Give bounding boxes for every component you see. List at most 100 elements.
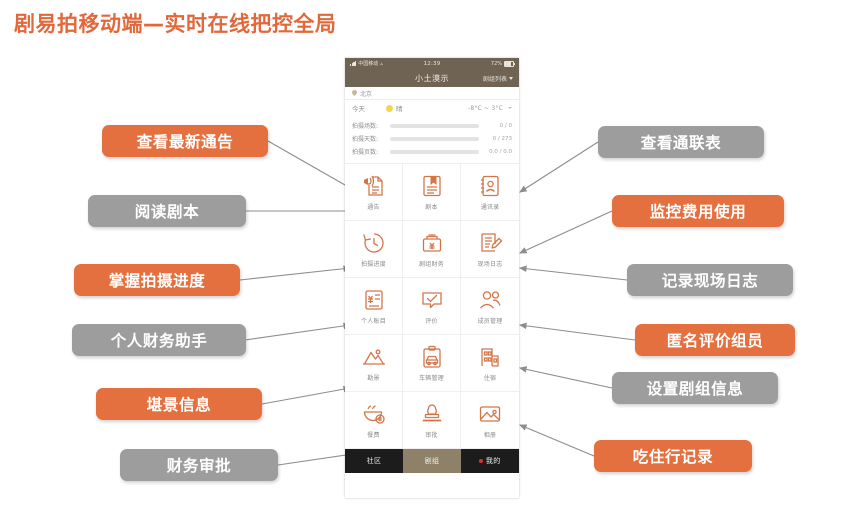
- grid-item-label: 拍摄进度: [361, 261, 386, 268]
- grid-item-album[interactable]: 相册: [461, 392, 519, 449]
- stat-row: 拍摄页数: 0.0 / 0.0: [352, 145, 512, 158]
- grid-item-label: 成员管理: [477, 318, 503, 325]
- app-title: 小土漠示: [415, 73, 449, 83]
- status-time: 12:39: [423, 60, 441, 67]
- grid-item-label: 住宿: [483, 375, 497, 382]
- crew-list-button[interactable]: 剧组列表: [483, 74, 513, 83]
- battery-icon: [504, 60, 515, 67]
- grid-item-label: 勘景: [367, 375, 380, 382]
- carrier-label: 中国移动: [358, 61, 379, 67]
- line-personal-finance: [244, 322, 352, 341]
- progress-clock-icon: [362, 233, 384, 253]
- location-pin-icon: [352, 90, 357, 97]
- grid-item-meal[interactable]: 餐费: [345, 392, 403, 449]
- grid-item-scout[interactable]: 勘景: [345, 335, 403, 392]
- grid-item-label: 剧组财务: [419, 261, 444, 268]
- tab-mine[interactable]: 我的: [461, 449, 519, 473]
- hotel-icon: [481, 348, 499, 367]
- app-navbar: 小土漠示 剧组列表: [345, 69, 519, 87]
- callout-crew-settings[interactable]: 设置剧组信息: [612, 372, 778, 404]
- grid-item-progress[interactable]: 拍摄进度: [345, 221, 403, 278]
- review-check-icon: [421, 292, 442, 309]
- callout-label: 堪景信息: [146, 396, 212, 414]
- chevron-down-icon: [509, 76, 513, 80]
- callout-latest-announcement[interactable]: 查看最新通告: [102, 125, 268, 157]
- grid-item-members[interactable]: 成员管理: [461, 278, 519, 335]
- status-bar-right: 72%: [440, 60, 515, 67]
- finance-box-icon: [422, 234, 441, 252]
- shoot-stats: 拍摄场数: 0 / 0 拍摄天数: 0 / 273 拍摄页数: 0.0 / 0.…: [345, 116, 519, 163]
- tab-label: 我的: [485, 457, 501, 465]
- notification-badge-icon: [479, 459, 483, 463]
- line-site-log: [518, 265, 628, 281]
- callout-contact-sheet[interactable]: 查看通联表: [598, 126, 764, 158]
- weather-row[interactable]: 今天 晴 -8°C ~ 3°C: [345, 100, 519, 116]
- callout-cost-monitor[interactable]: 监控费用使用: [612, 195, 784, 227]
- callout-scout-info[interactable]: 堪景信息: [96, 388, 262, 420]
- tab-label: 社区: [366, 457, 382, 465]
- callout-label: 个人财务助手: [110, 332, 208, 350]
- callout-label: 监控费用使用: [649, 203, 747, 221]
- stat-label: 拍摄页数:: [352, 149, 379, 156]
- grid-item-label: 通告: [367, 204, 380, 211]
- weather-condition-label: 晴: [396, 105, 403, 113]
- callout-label: 匿名评价组员: [666, 332, 764, 350]
- grid-item-script[interactable]: 剧本: [403, 164, 461, 221]
- grid-item-crew-finance[interactable]: 剧组财务: [403, 221, 461, 278]
- callout-finance-approval[interactable]: 财务审批: [120, 449, 278, 481]
- stat-value: 0 / 0: [499, 122, 512, 129]
- signal-icon: [350, 61, 357, 66]
- grid-item-hotel[interactable]: 住宿: [461, 335, 519, 392]
- grid-item-label: 个人账目: [361, 318, 386, 325]
- callout-read-script[interactable]: 阅读剧本: [88, 195, 246, 227]
- meal-bowl-icon: [363, 405, 385, 424]
- grid-item-vehicle[interactable]: 车辆管理: [403, 335, 461, 392]
- grid-item-label: 通讯录: [480, 204, 500, 211]
- page-title: 剧易拍移动端—实时在线把控全局: [14, 12, 337, 36]
- stat-row: 拍摄场数: 0 / 0: [352, 119, 512, 132]
- callout-anonymous-review[interactable]: 匿名评价组员: [635, 324, 795, 356]
- log-pen-icon: [481, 233, 503, 252]
- callout-travel-record[interactable]: 吃住行记录: [594, 440, 752, 472]
- callout-personal-finance[interactable]: 个人财务助手: [72, 324, 246, 356]
- callout-label: 掌握拍摄进度: [108, 272, 206, 290]
- callout-label: 财务审批: [166, 457, 232, 475]
- line-travel-record: [518, 424, 595, 457]
- location-scout-icon: [362, 349, 385, 365]
- line-shoot-progress: [239, 265, 352, 281]
- tab-crew[interactable]: 剧组: [403, 449, 461, 473]
- vehicle-icon: [422, 345, 441, 368]
- status-bar: 中国移动 ▵ 12:39 72%: [345, 58, 519, 69]
- personal-ledger-icon: [364, 290, 383, 310]
- city-row[interactable]: 北京: [345, 87, 519, 100]
- script-book-icon: [422, 175, 441, 197]
- stat-label: 拍摄场数:: [352, 123, 379, 130]
- grid-item-review[interactable]: 评价: [403, 278, 461, 335]
- grid-item-personal-ledger[interactable]: 个人账目: [345, 278, 403, 335]
- wifi-icon: ▵: [380, 60, 383, 67]
- grid-item-label: 现场日志: [477, 261, 503, 268]
- stat-row: 拍摄天数: 0 / 273: [352, 132, 512, 145]
- grid-item-approval[interactable]: 审批: [403, 392, 461, 449]
- city-label: 北京: [360, 90, 373, 98]
- photo-album-icon: [479, 406, 501, 422]
- line-scout-info: [261, 385, 352, 405]
- feature-grid: 通告 剧本 通讯录: [345, 163, 519, 449]
- grid-item-label: 剧本: [425, 204, 438, 211]
- tab-community[interactable]: 社区: [345, 449, 403, 473]
- callout-shoot-progress[interactable]: 掌握拍摄进度: [74, 264, 240, 296]
- grid-item-site-log[interactable]: 现场日志: [461, 221, 519, 278]
- grid-item-contacts[interactable]: 通讯录: [461, 164, 519, 221]
- weather-day-label: 今天: [352, 105, 365, 113]
- callout-site-log[interactable]: 记录现场日志: [627, 264, 793, 296]
- chevron-down-icon: [508, 107, 512, 109]
- stat-progress-bar: [390, 136, 479, 141]
- stat-progress-bar: [390, 149, 479, 154]
- grid-item-label: 餐费: [367, 432, 380, 439]
- stat-label: 拍摄天数:: [352, 136, 379, 143]
- battery-percent-label: 72%: [490, 60, 503, 67]
- grid-item-announcement[interactable]: 通告: [345, 164, 403, 221]
- crew-list-label: 剧组列表: [482, 75, 507, 83]
- line-latest-announcement: [267, 140, 353, 190]
